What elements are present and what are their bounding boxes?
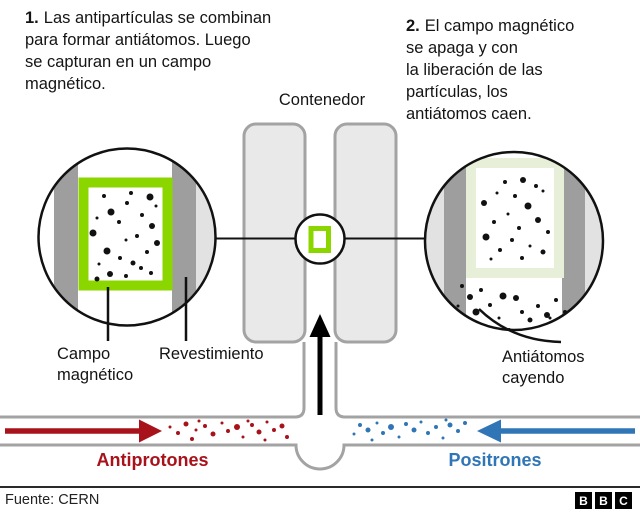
step-1-number: 1. [25, 9, 39, 27]
step-1-text: 1.Las antipartículas se combinan para fo… [25, 7, 271, 95]
magnetic-field-frame-off [466, 158, 564, 278]
step-2-number: 2. [406, 17, 420, 35]
viewport-circle [294, 213, 346, 265]
bbc-logo: B B C [575, 492, 632, 509]
antiproton-beam-arrow [5, 419, 162, 443]
lining-label: Revestimiento [159, 345, 264, 363]
pointer-lines [106, 277, 562, 344]
antiprotons-label: Antiprotones [96, 450, 209, 470]
bbc-logo-block: C [615, 492, 632, 509]
falling-antiatoms-label-line: Antiátomos [502, 348, 585, 366]
antiproton-dots [168, 419, 289, 442]
step-2-line: partículas, los [406, 83, 508, 101]
step-1-line: para formar antiátomos. Luego [25, 31, 251, 49]
magnetic-field-label: Campo magnético [57, 344, 133, 386]
step-2-line: El campo magnético [424, 17, 575, 35]
antiatom-dots-left [89, 191, 160, 282]
beam-tube [0, 342, 640, 471]
falling-antiatoms-label-line: cayendo [502, 369, 565, 387]
step-1-line: Las antipartículas se combinan [43, 9, 272, 27]
bbc-logo-block: B [575, 492, 592, 509]
falling-antiatoms-label: Antiátomos cayendo [502, 347, 585, 389]
footer-divider [0, 486, 640, 488]
left-magnifier [37, 147, 217, 327]
positron-dots [352, 418, 467, 442]
source-text: Fuente: CERN [5, 492, 100, 508]
bbc-logo-block: B [595, 492, 612, 509]
positron-beam-arrow [477, 419, 635, 443]
magnetic-field-label-line: Campo [57, 345, 111, 363]
magnetic-field-label-line: magnético [57, 366, 134, 384]
falling-antiatom-dots [456, 284, 567, 330]
step-2-line: la liberación de las [406, 61, 543, 79]
step-2-line: se apaga y con [406, 39, 518, 57]
positrons-label: Positrones [448, 450, 542, 470]
step-2-text: 2.El campo magnético se apaga y con la l… [406, 15, 574, 125]
step-2-line: antiátomos caen. [406, 105, 532, 123]
magnetic-field-frame [78, 177, 173, 291]
container-label: Contenedor [278, 91, 366, 109]
falling-antiatoms-pointer [478, 308, 562, 344]
antiatom-dots-right [481, 177, 550, 261]
right-magnifier [423, 150, 605, 332]
step-1-line: magnético. [25, 75, 106, 93]
trap-rect-small [308, 226, 331, 253]
up-arrow [309, 314, 331, 415]
step-1-line: se capturan en un campo [25, 53, 212, 71]
